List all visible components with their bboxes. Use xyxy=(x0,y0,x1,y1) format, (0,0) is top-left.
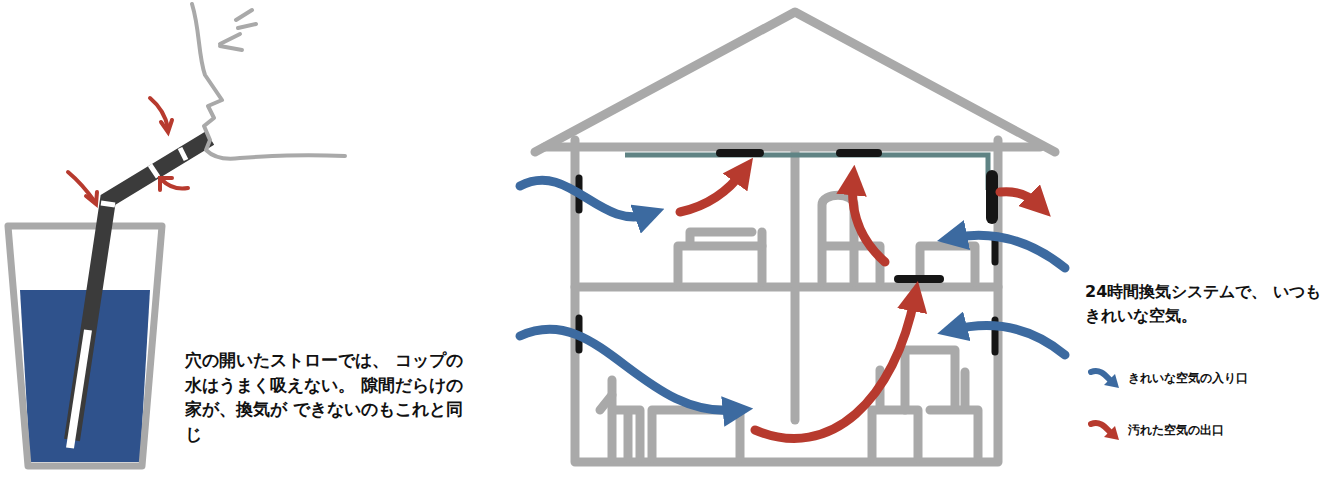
vents xyxy=(579,153,995,352)
note-text: 穴の開いたストローでは、 コップの水はうまく吸えない。 隙間だらけの家が、換気が… xyxy=(185,348,475,447)
duct xyxy=(625,155,988,190)
legend-item: 汚れた空気の出口 xyxy=(1088,418,1224,442)
legend-text: きれいな空気の入り口 xyxy=(1128,370,1248,387)
legend-arrow xyxy=(1088,366,1122,390)
system-caption: 24時間換気システムで、 いつもきれいな空気。 xyxy=(1085,280,1325,328)
legend-arrow xyxy=(1088,418,1122,442)
legend-text: 汚れた空気の出口 xyxy=(1128,422,1224,439)
air-flow-arrows xyxy=(520,170,1065,438)
cup xyxy=(8,226,162,466)
legend-item: きれいな空気の入り口 xyxy=(1088,366,1248,390)
leak-arrows xyxy=(68,98,188,204)
face xyxy=(192,4,345,159)
